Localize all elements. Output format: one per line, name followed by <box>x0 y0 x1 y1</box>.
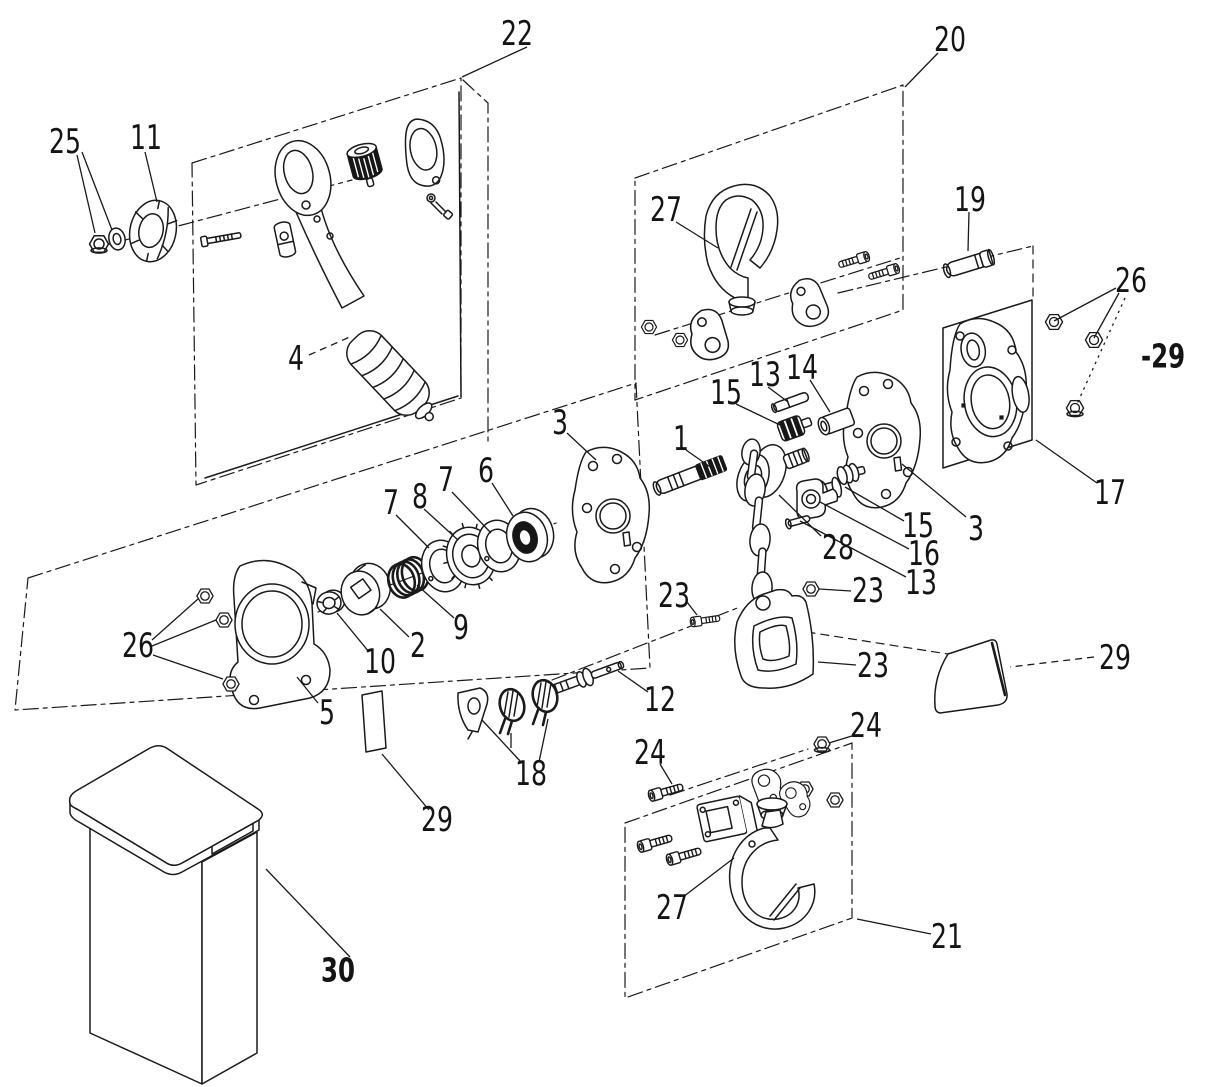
bottom-hook-27 <box>728 809 816 930</box>
gear-housing-5 <box>229 559 331 710</box>
pawl-spring-18a <box>498 687 526 736</box>
side-plate-3-right <box>842 371 922 509</box>
anchor-lug-left <box>685 306 732 363</box>
packaging-box-30 <box>68 745 263 1085</box>
ribbed-plunger-15 <box>776 415 813 442</box>
washer-25 <box>108 227 126 251</box>
load-shaft-1 <box>652 455 728 496</box>
hex-nut <box>671 332 689 348</box>
socket-bolt-24 <box>635 831 674 854</box>
socket-bolt-24 <box>646 780 685 803</box>
hand-wheel-knob-11 <box>128 199 178 263</box>
gear-cover-17 <box>946 317 1030 464</box>
name-sticker-29 <box>361 690 387 753</box>
retaining-plate <box>404 118 445 187</box>
spacer-block <box>273 221 297 258</box>
socket-bolt-24 <box>664 844 703 867</box>
spring-clip-hardware <box>426 193 454 220</box>
pawl-shaft-12 <box>546 660 625 696</box>
hex-nut <box>826 792 844 808</box>
suspension-pin-19 <box>942 248 996 279</box>
pawl-washer-stack <box>836 462 866 486</box>
flange-nut-24 <box>813 736 831 754</box>
lever-grip-4 <box>346 329 434 422</box>
hub-disc-2 <box>340 562 391 616</box>
lever-head <box>274 139 365 309</box>
set-pin <box>199 232 242 248</box>
top-hook-27 <box>703 183 779 316</box>
hex-bolt <box>836 250 872 271</box>
side-plate-3-left <box>571 446 651 584</box>
anchor-lug-right <box>784 274 833 331</box>
bearing-cup-6 <box>505 507 555 563</box>
ribbed-nut-10 <box>316 589 346 615</box>
chain-stopper-23 <box>734 588 815 689</box>
hex-nut-23 <box>802 581 820 597</box>
socket-bolt-23 <box>689 612 721 628</box>
step-pin-13 <box>770 391 810 414</box>
hex-nut-25 <box>88 235 110 254</box>
flange-nuts-26-right <box>1044 313 1104 418</box>
ratchet-pinion <box>346 142 383 188</box>
warning-wedge-29 <box>934 639 1008 714</box>
bushing-14 <box>817 407 856 436</box>
hex-nut <box>640 319 658 335</box>
pawl-lever-18 <box>457 687 489 740</box>
